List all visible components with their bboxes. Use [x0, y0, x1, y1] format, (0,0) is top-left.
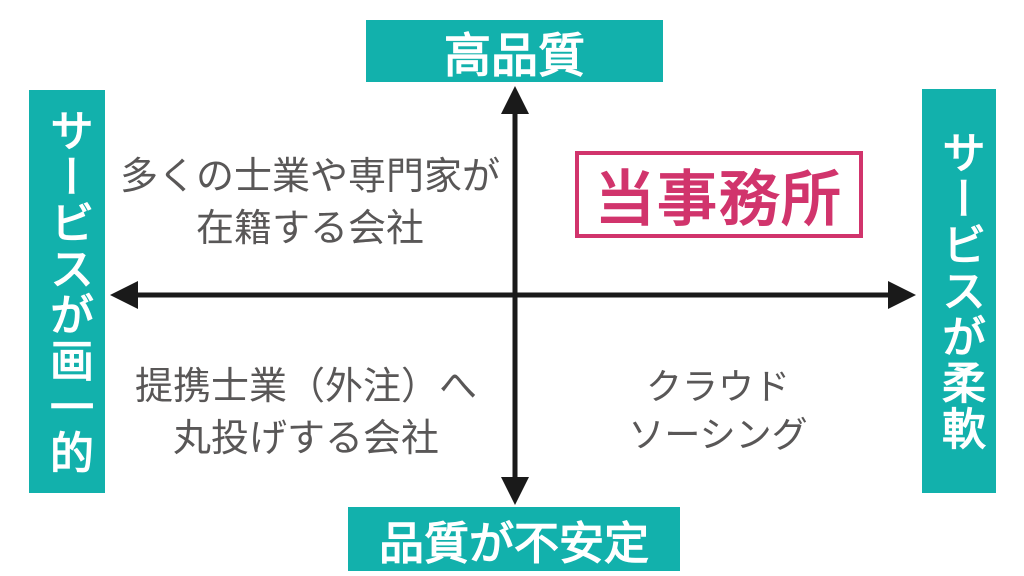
- quadrant-bottom-left-label: 提携士業（外注）へ 丸投げする会社: [100, 360, 512, 464]
- quadrant-top-right-highlight-box: 当事務所: [575, 151, 863, 238]
- quadrant-top-left-line2: 在籍する会社: [195, 206, 424, 250]
- quadrant-bottom-right-label: クラウド ソーシング: [565, 364, 871, 460]
- axis-label-right: サービスが柔軟: [922, 89, 996, 493]
- left-arrowhead-icon: [110, 281, 138, 309]
- axis-label-top-text: 高品質: [444, 28, 585, 84]
- quadrant-bottom-right-line2: ソーシング: [628, 415, 808, 456]
- axis-label-right-text: サービスが柔軟: [934, 130, 985, 452]
- axis-label-bottom: 品質が不安定: [348, 507, 680, 571]
- quadrant-bottom-right-line1: クラウド: [645, 367, 790, 408]
- quadrant-bottom-left-line1: 提携士業（外注）へ: [134, 364, 477, 408]
- bottom-arrowhead-icon: [501, 477, 529, 505]
- right-arrowhead-icon: [888, 281, 916, 309]
- quadrant-top-left-line1: 多くの士業や専門家が: [119, 154, 500, 198]
- top-arrowhead-icon: [501, 86, 529, 114]
- axis-label-left-text: サービスが画一的: [42, 107, 93, 476]
- quadrant-bottom-left-line2: 丸投げする会社: [172, 416, 439, 460]
- axis-label-left: サービスが画一的: [29, 90, 105, 493]
- quadrant-top-left-label: 多くの士業や専門家が 在籍する会社: [108, 150, 512, 254]
- axis-label-bottom-text: 品質が不安定: [378, 516, 649, 570]
- axis-label-top: 高品質: [366, 20, 663, 84]
- our-office-label: 当事務所: [595, 165, 843, 235]
